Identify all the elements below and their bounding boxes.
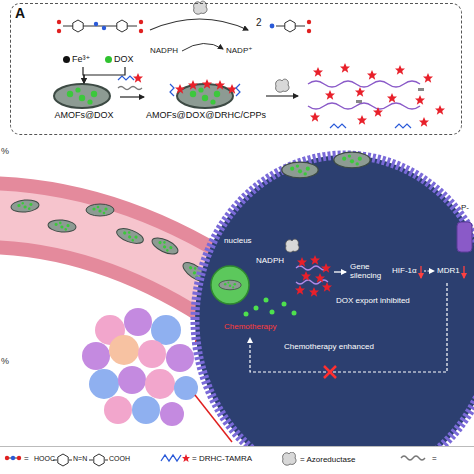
- legend-text: = DRHC-TAMRA: [192, 454, 252, 463]
- node-text: AMOFs@DOX: [48, 110, 120, 120]
- cofactor-arrow: [182, 43, 223, 51]
- nanoparticle-node: AMOFs@DOX: [48, 83, 120, 125]
- chemical-group: N=N: [73, 455, 87, 463]
- reagent-dot: Fe³⁺: [63, 51, 103, 67]
- dox-molecules: [244, 298, 297, 317]
- legend-band: [0, 446, 474, 474]
- chemical-group: COOH: [109, 455, 130, 463]
- effect-label: DOX export inhibited: [336, 296, 410, 305]
- effect-label: Chemotherapy: [224, 322, 276, 331]
- node-text: A: [15, 5, 25, 21]
- reaction-arrow: [150, 19, 248, 30]
- legend-item: =: [4, 453, 29, 463]
- legend-text: =: [432, 454, 437, 463]
- legend-text: =: [24, 454, 29, 463]
- nucleus-shape: [211, 266, 249, 304]
- reagent-dot-mark: [105, 56, 112, 63]
- legend-item: =: [400, 453, 437, 463]
- organelle-label: nucleus: [224, 236, 252, 245]
- gene-label: HIF-1α: [392, 266, 417, 275]
- circulating-particles: [11, 199, 210, 285]
- legend-sample: [160, 453, 190, 463]
- efflux-pump: [457, 222, 472, 252]
- azo-molecule: [57, 20, 143, 33]
- legend-sample: [280, 452, 298, 466]
- azoreductase-icon: [276, 79, 289, 92]
- edge-fragment: %: [1, 146, 9, 156]
- cofactor-label: NADPH: [150, 46, 178, 55]
- release-arrow: [266, 95, 298, 96]
- reagent-dot: DOX: [105, 51, 145, 67]
- reagent-dot-mark: [63, 56, 70, 63]
- legend-sample: [4, 453, 22, 463]
- aniline-molecule: [270, 20, 312, 33]
- edge-fragment: %: [1, 356, 9, 366]
- down-arrow: [420, 266, 421, 278]
- cofactor-label: NADP⁺: [226, 46, 252, 55]
- legend-item: = DRHC-TAMRA: [160, 453, 252, 463]
- chemical-group: HOOC: [34, 455, 55, 463]
- azoreductase-icon: [286, 239, 299, 252]
- tumor-tissue: [82, 308, 198, 426]
- blocked-mark: [324, 366, 336, 378]
- cofactor-label: NADPH: [256, 256, 284, 265]
- process-label: Gene silencing: [350, 262, 386, 280]
- nanoparticle: [219, 280, 241, 290]
- nanoparticle: [282, 162, 318, 178]
- legend-text: = Azoreductase: [300, 455, 355, 464]
- nanoparticle-node: AMOFs@DOX@DRHC/CPPs: [144, 83, 268, 125]
- legend-item: = Azoreductase: [280, 452, 355, 466]
- connector-arrow: [84, 67, 125, 83]
- linker-structure: [53, 454, 108, 466]
- legend-sample: [400, 453, 430, 463]
- feedback-arrow: [250, 283, 447, 372]
- nanoparticle: [334, 152, 370, 168]
- regulation-arrow: [424, 271, 434, 272]
- tumor-cell: [195, 155, 474, 474]
- down-arrow: [463, 266, 464, 278]
- coefficient: 2: [256, 17, 262, 29]
- nanoparticle: [54, 84, 110, 108]
- panel-box: A Fe³⁺ DOX AMOFs@DOX AMOFs@DOX@DRHC/CPPs: [10, 3, 462, 135]
- particle-coating: [170, 79, 240, 96]
- legend-rule: [0, 446, 474, 447]
- node-text: Fe³⁺: [72, 54, 90, 64]
- node-text: AMOFs@DOX@DRHC/CPPs: [144, 110, 268, 120]
- connector-arrow: [120, 96, 144, 97]
- released-structure: [308, 63, 445, 128]
- released-cargo: [295, 255, 332, 297]
- gene-label: MDR1: [437, 266, 460, 275]
- pump-label: P-: [461, 203, 469, 212]
- silencing-arrow: [334, 271, 346, 272]
- node-text: DOX: [114, 54, 134, 64]
- effect-label: Chemotherapy enhanced: [284, 342, 374, 351]
